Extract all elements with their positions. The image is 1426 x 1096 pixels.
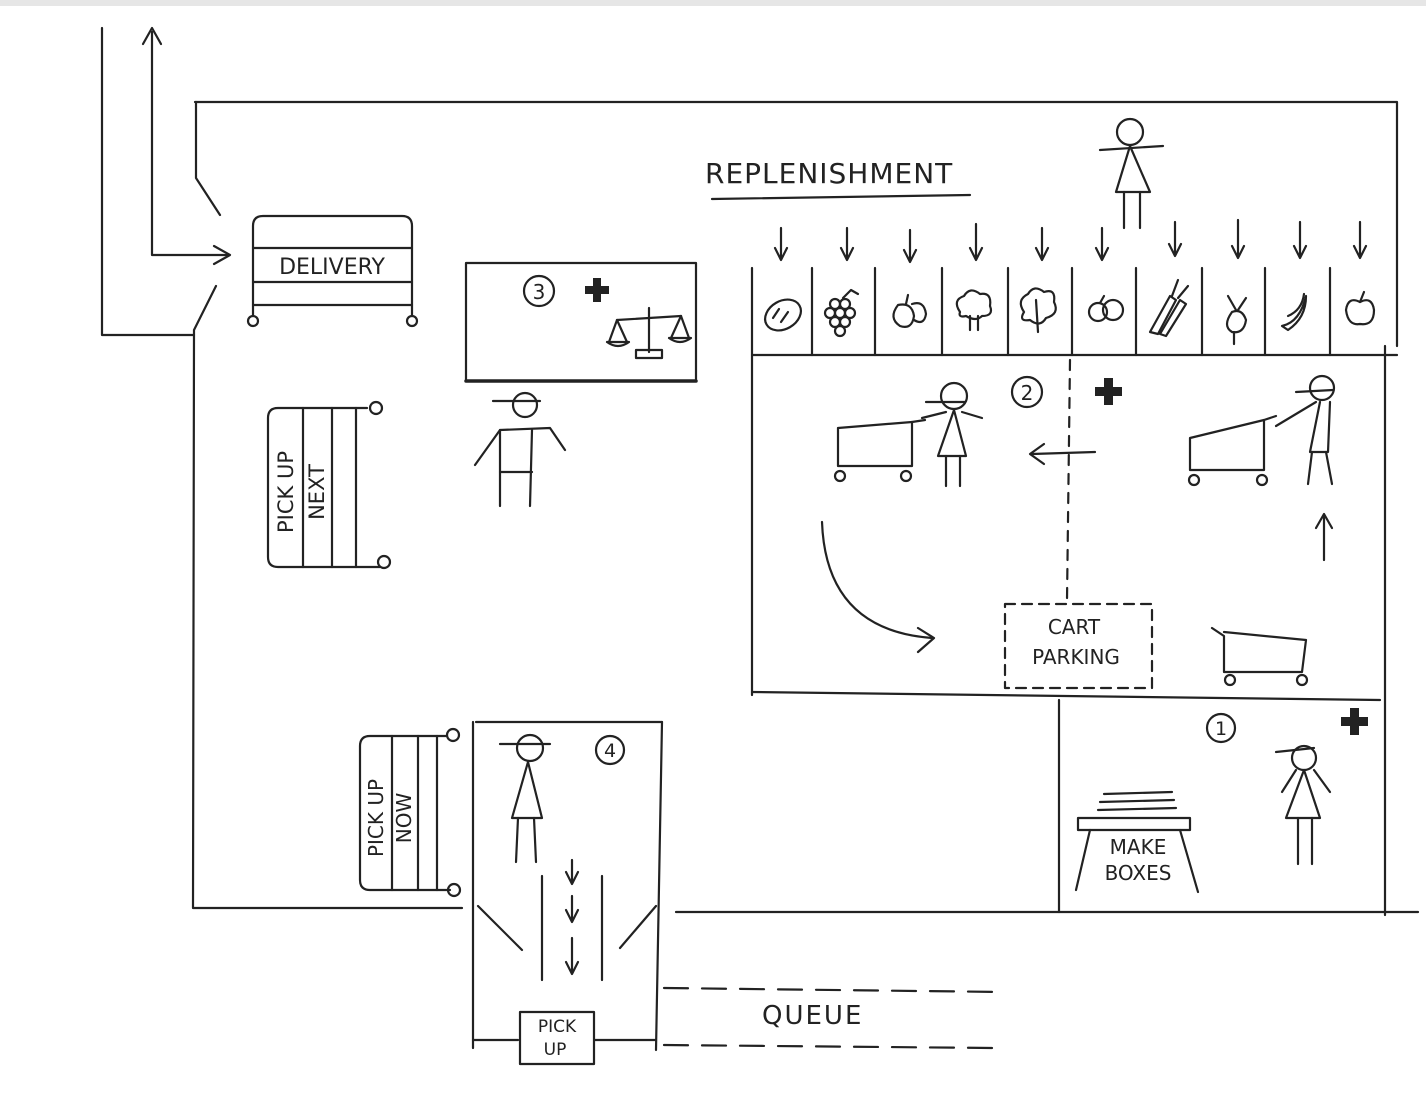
pickup-flow-arrows — [564, 858, 580, 976]
produce-shelf — [750, 266, 1399, 702]
lettuce-icon — [1019, 287, 1057, 334]
pickup-now-cart: PICK UP NOW — [358, 727, 462, 898]
box-stack-icon — [1096, 790, 1178, 812]
queue-label: QUEUE — [762, 1001, 863, 1031]
work-table — [1074, 816, 1200, 894]
cart-parking-label-1: CART — [1048, 615, 1101, 639]
replenishment-underline — [710, 193, 972, 201]
person-replenishment-worker — [1098, 117, 1165, 230]
station-1-make-boxes: 1 MAKE BOXES — [1074, 708, 1368, 894]
grapes-icon — [823, 288, 860, 338]
station-1-number: 1 — [1215, 718, 1227, 740]
page-top-strip — [0, 0, 1426, 6]
station-2-number: 2 — [1021, 381, 1034, 405]
shopping-cart — [1187, 414, 1278, 487]
scale-icon — [605, 306, 693, 360]
person-picker-left — [920, 381, 984, 488]
station-4-number: 4 — [604, 740, 616, 762]
cross-icon — [1341, 708, 1368, 735]
station-3-weighing-counter: 3 — [464, 261, 698, 383]
produce-icons — [764, 278, 1376, 346]
station-3-number: 3 — [533, 280, 546, 304]
building-walls — [100, 26, 1420, 917]
bananas-icon — [1280, 292, 1308, 332]
peppers-icon — [892, 293, 928, 328]
make-boxes-label-1: MAKE — [1110, 835, 1167, 859]
shopping-cart — [833, 418, 927, 483]
beet-icon — [1225, 294, 1248, 346]
pickup-next-label-2: NEXT — [305, 464, 329, 520]
pickup-next-label-1: PICK UP — [274, 451, 298, 533]
shopping-cart — [1210, 626, 1309, 687]
flow-arrow-left — [1028, 442, 1097, 466]
make-boxes-label-2: BOXES — [1105, 861, 1172, 885]
entry-path-arrows — [141, 26, 232, 266]
replenishment-label: REPLENISHMENT — [705, 157, 953, 190]
person-pickup-attendant — [498, 733, 552, 864]
onion-icon — [1087, 294, 1125, 323]
zone-divider-dashed — [1065, 358, 1072, 602]
pickup-booth-label-2: UP — [544, 1040, 567, 1060]
delivery-label: DELIVERY — [279, 255, 385, 280]
cross-icon — [585, 278, 609, 302]
station-3-badge — [522, 274, 556, 308]
person-picker-right — [1274, 374, 1336, 486]
station-1-badge — [1205, 712, 1237, 744]
pickup-booth-label-1: PICK — [538, 1017, 577, 1037]
broccoli-icon — [955, 289, 993, 332]
cart-parking-zone: CART PARKING — [1003, 602, 1154, 690]
station-2-picking-area: 2 — [1010, 358, 1122, 602]
station-4-pickup-booth: 4 PICK UP — [471, 720, 664, 1066]
station-2-badge — [1010, 375, 1044, 409]
cart-parking-label-2: PARKING — [1032, 645, 1120, 669]
queue-lane: QUEUE — [662, 986, 1006, 1050]
delivery-cart: DELIVERY — [246, 214, 419, 328]
pickup-now-label-2: NOW — [392, 793, 416, 844]
person-box-maker — [1274, 744, 1332, 866]
apple-icon — [1344, 290, 1376, 326]
pickup-next-cart: PICK UP NEXT — [266, 400, 392, 570]
pickup-now-label-1: PICK UP — [364, 779, 388, 857]
bread-icon — [764, 298, 802, 332]
replenishment-arrows — [773, 218, 1368, 264]
cross-icon — [1095, 378, 1122, 405]
flow-arrow-up — [1314, 512, 1334, 562]
person-worker-station-3 — [473, 391, 567, 508]
station-4-badge — [594, 734, 626, 766]
carrots-icon — [1148, 278, 1190, 338]
flow-arrow-curve — [820, 520, 936, 654]
